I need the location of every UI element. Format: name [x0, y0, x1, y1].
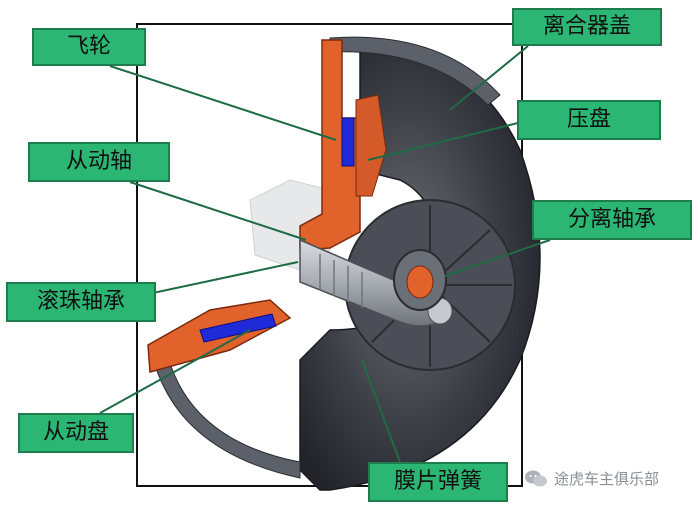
label-clutch-cover: 离合器盖 [512, 8, 662, 46]
label-ball-bearing: 滚珠轴承 [6, 282, 156, 322]
label-driven-disc: 从动盘 [18, 413, 134, 453]
pressure-plate-section [355, 94, 387, 197]
watermark: 途虎车主俱乐部 [524, 468, 659, 489]
friction-lining-top [341, 117, 355, 167]
wechat-icon [525, 470, 547, 486]
flywheel-ring-top [329, 36, 501, 106]
label-release-bearing: 分离轴承 [532, 200, 692, 240]
label-driven-shaft: 从动轴 [28, 142, 170, 182]
flywheel-section [299, 39, 361, 251]
label-flywheel: 飞轮 [32, 28, 146, 66]
label-diaphragm-spring: 膜片弹簧 [368, 462, 508, 502]
shaft-splines [319, 254, 363, 308]
label-pressure-plate: 压盘 [517, 100, 661, 140]
watermark-text: 途虎车主俱乐部 [554, 470, 660, 488]
friction-lining-bottom [199, 313, 277, 343]
release-bearing-inner [406, 265, 434, 299]
